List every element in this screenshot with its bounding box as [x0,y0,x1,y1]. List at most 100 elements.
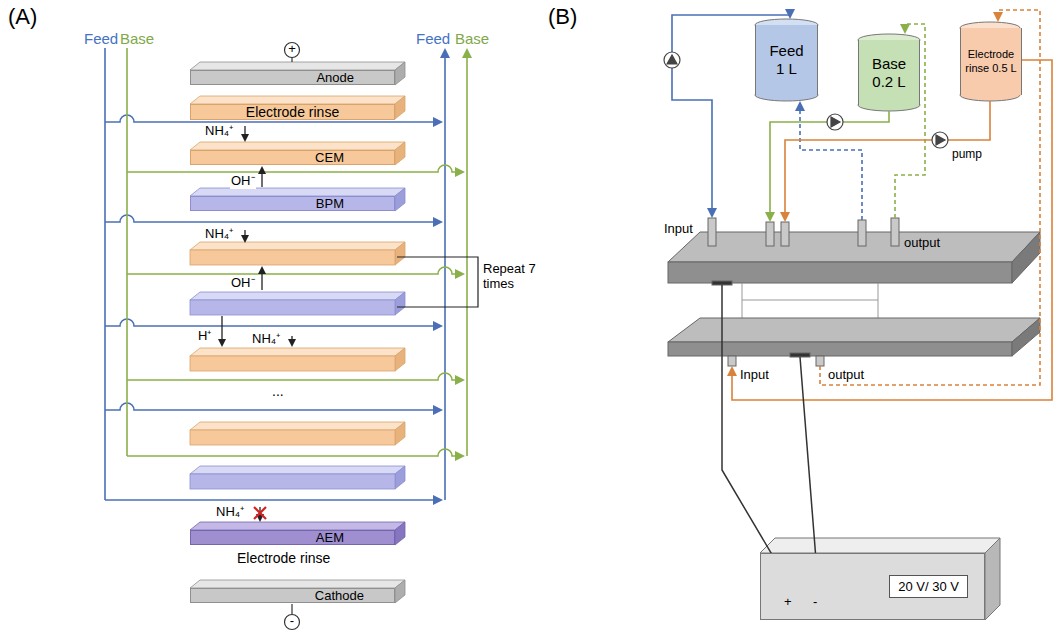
plate-top [190,242,405,250]
blocked-mark [254,507,266,519]
port-label: Input [664,222,693,237]
ports [858,220,866,246]
port-label: Input [740,368,769,383]
panel-label: (B) [548,4,577,29]
plate-top [190,188,405,196]
feed-tubes [672,15,862,220]
plate-label: Anode [316,71,354,84]
stack-body [742,283,878,318]
pumps [936,135,945,145]
terminal-sign: - [813,595,817,610]
membrane-plate [190,300,395,315]
feed-lines [444,50,446,500]
stream-label: Feed [84,30,118,47]
plate-top [190,422,405,430]
stack-bottom-plate [712,281,732,285]
plate-side [395,422,405,445]
stack-top-plate [668,232,1040,283]
power-supply-body [760,538,1000,553]
pumps [827,114,843,130]
ion-label: NH₄⁺ [205,227,233,242]
stack-body [742,283,878,318]
plate-side [395,580,405,603]
plate-top [190,522,405,530]
ion-label: NH₄⁺ [252,332,280,347]
plate-side [395,466,405,489]
rinse-tubes [732,60,1052,400]
plate-label: Electrode rinse [246,105,339,119]
feed-tank: Feed 1 L [755,25,818,95]
ion-label: OH⁻ [230,276,256,291]
rinse-tubes [948,101,990,140]
wires [800,357,818,585]
membrane-plates [190,62,405,603]
ports [728,356,736,366]
tank-label: Feed 1 L [764,42,810,78]
ports [816,356,824,366]
repeat-bracket [397,257,478,307]
base-lines [127,267,463,274]
ports [708,218,716,246]
electrode-terminals [285,615,300,630]
feed-lines [105,319,441,326]
plate-top [190,580,405,588]
power-supply: 20 V/ 30 V [760,553,985,620]
stream-label: Electrode rinse [237,550,330,566]
rinse-tubes [820,10,1040,385]
stack-top-plate [668,262,1012,283]
ion-arrows [222,126,292,520]
power-supply-body [760,538,1000,620]
base-lines [126,48,128,456]
voltage-display: 20 V/ 30 V [889,575,968,598]
membrane-plate: AEM [190,530,395,545]
feed-tubes [800,103,862,220]
electrode-terminals [291,604,292,614]
stack-top-plate [1012,232,1040,283]
blocked-mark [254,507,266,519]
plate-top [190,348,405,356]
plate-label: CEM [315,151,344,164]
feed-lines [104,48,106,500]
pumps [667,55,677,64]
membrane-plate: CEM [190,150,395,165]
plate-label: BPM [316,197,344,210]
plate-side [395,242,405,265]
plate-top [190,62,405,70]
port-label: output [904,236,940,251]
stream-label: Base [120,30,154,47]
ion-arrows [261,168,262,187]
membrane-plate [190,356,395,371]
panel-label: (A) [8,4,37,29]
base-lines [127,48,467,456]
stack-bottom-plate [668,281,1040,357]
base-lines [466,50,468,456]
base-tubes [843,111,889,122]
electrode-terminals [285,43,300,58]
base-lines [127,165,463,172]
feed-tubes [672,68,712,216]
stack-top-plate [668,232,1040,262]
plate-side [395,62,405,85]
ion-arrows [291,336,292,345]
wires [722,285,790,585]
stream-label: Base [455,30,489,47]
ion-label: NH₄⁺ [216,505,244,520]
plate-side [395,292,405,315]
plate-top [190,292,405,300]
pumps [932,132,948,148]
plate-top [190,142,405,150]
stack-bottom-plate [668,342,1012,356]
plate-side [395,142,405,165]
plate-top [190,96,405,104]
tank-label: Base 0.2 L [866,55,912,91]
rinse-tank: Electrode rinse 0.5 L [960,28,1022,95]
repeat-note: Repeat 7 times [483,262,543,292]
electrode-plate: Anode [190,70,395,85]
ellipsis: ... [272,383,284,399]
ion-arrows [221,316,222,345]
tank-label: Electrode rinse 0.5 L [963,48,1019,74]
ports [781,222,789,246]
base-tank: Base 0.2 L [858,40,920,105]
rinse-tubes [785,140,932,220]
ion-arrows [244,126,245,140]
